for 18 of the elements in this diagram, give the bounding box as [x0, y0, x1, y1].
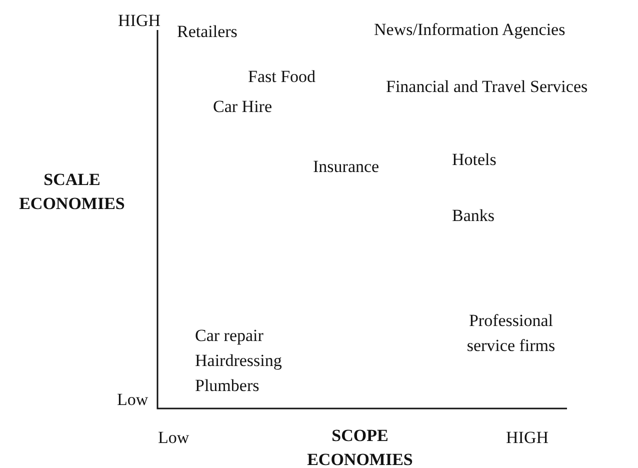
plot-label: Car Hire: [213, 96, 272, 118]
plot-label: Professional service firms: [466, 310, 556, 357]
plot-label: Fast Food: [248, 66, 316, 88]
axis-title: SCALE ECONOMIES: [18, 169, 126, 215]
axis-level-label: Low: [158, 427, 190, 449]
plot-label: Retailers: [177, 21, 238, 43]
plot-label: Hairdressing: [195, 350, 282, 372]
plot-label: News/Information Agencies: [374, 19, 566, 41]
plot-label: Plumbers: [195, 375, 260, 397]
plot-label: Financial and Travel Services: [386, 76, 588, 98]
axis-level-label: HIGH: [118, 10, 160, 32]
plot-label: Insurance: [313, 156, 380, 178]
axis-level-label: HIGH: [506, 427, 548, 449]
axis-title: SCOPE ECONOMIES: [306, 425, 414, 468]
plot-label: Car repair: [195, 325, 264, 347]
axis-level-label: Low: [117, 389, 148, 411]
plot-label: Banks: [452, 205, 494, 227]
plot-label: Hotels: [452, 149, 496, 171]
